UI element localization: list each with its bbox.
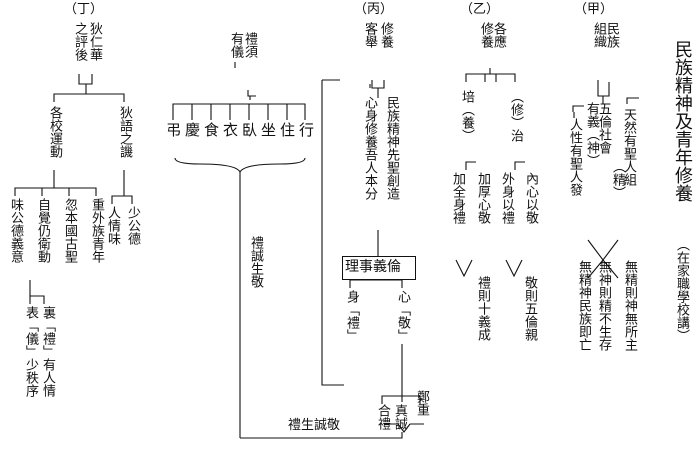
ding-gexiao: 各校運動 <box>47 106 62 158</box>
yi-head-respond: 各應 <box>491 22 506 48</box>
jia-jing: （精） <box>610 160 625 199</box>
ding-d1: 人情味 <box>105 206 120 245</box>
bing-head-b: 修養 <box>378 22 393 48</box>
bing-c1: 心身修養吾人本分 <box>362 96 377 200</box>
ding-head-b: 狄仁華 <box>87 22 102 61</box>
yi-b3: 外身以禮 <box>499 172 514 224</box>
jia-human-nature: 人性有聖人發 <box>567 118 582 196</box>
page-subtitle: （在家職學校講） <box>674 238 689 342</box>
yi-b2: 加厚心敬 <box>475 172 490 224</box>
ding-marker: （丁） <box>64 2 104 17</box>
jia-youyi: 有義（神） <box>584 102 599 167</box>
ding-li: 裏「禮」有人情 <box>40 306 55 397</box>
li-item: 衣 <box>223 121 239 139</box>
jia-marker: （甲） <box>574 2 614 17</box>
jia-wulun: 五倫社會 <box>596 102 611 154</box>
bing-bottom: 禮生誠敬 <box>288 418 341 433</box>
jia-wu-2: 無神則精不生存 <box>596 260 611 351</box>
converge-bracket <box>397 423 411 433</box>
bing-marker: （丙） <box>354 2 394 17</box>
li-item: 坐 <box>261 121 277 139</box>
yi-b4: 內心以敬 <box>523 172 538 224</box>
ding-g1: 味公德義意 <box>8 198 23 263</box>
bing-xin: 心「敬」 <box>395 290 410 342</box>
bing-c2: 民族精神先聖創造 <box>384 96 399 200</box>
bing-zheng: 鄭重 <box>414 390 429 416</box>
yi-head-cultivation: 修養 <box>478 22 493 48</box>
li-cheng-sheng-jing: 禮誠生敬 <box>248 236 263 288</box>
yi-marker: （乙） <box>460 2 500 17</box>
li-item: 住 <box>280 121 296 139</box>
li-you-yi: 有儀 <box>228 32 243 58</box>
jia-head-nation: 民族 <box>604 22 619 48</box>
jia-natural: 天然有聖人組 <box>621 108 636 186</box>
bing-box <box>342 256 416 280</box>
jia-head-bracket <box>597 80 610 97</box>
jia-wu-1: 無精則神無所主 <box>622 260 637 351</box>
bing-head-a: 客舉 <box>362 22 377 48</box>
yi-xiu: （修）治 <box>508 90 523 142</box>
jia-head-organization: 組織 <box>591 22 606 48</box>
li-item: 行 <box>299 121 315 139</box>
li-item: 食 <box>204 121 220 139</box>
yi-result-2: 敬則五倫親 <box>522 276 537 341</box>
ding-biao: 表「儀」少秩序 <box>23 306 38 397</box>
jia-wu-3: 無精神民族即亡 <box>576 260 591 351</box>
li-xu: 禮須 <box>242 32 257 58</box>
ding-d2: 少公德 <box>125 206 140 245</box>
yi-result-1: 禮則十義成 <box>475 276 490 341</box>
bing-he: 合禮 <box>375 404 390 430</box>
ding-g4: 重外族青年 <box>89 198 104 263</box>
yi-b1: 加全身禮 <box>450 172 465 224</box>
ding-diyu: 狄語之譏 <box>117 106 132 158</box>
bing-box-label: 理事義倫 <box>345 259 401 275</box>
ding-g2: 自覺仍衛動 <box>35 198 50 263</box>
li-item: 臥 <box>242 121 258 139</box>
bing-zhen: 真誠 <box>392 404 407 430</box>
jia-converge <box>587 239 619 261</box>
page-title: 民族精神及青年修養 <box>672 40 693 202</box>
bing-shen: 身「禮」 <box>344 290 359 342</box>
li-item: 弔 <box>166 121 182 139</box>
yi-pei: 培（養） <box>459 90 474 142</box>
ding-g3: 忽本國古聖 <box>62 198 77 263</box>
ding-head-a: 之評後 <box>72 22 87 61</box>
li-item: 慶 <box>185 121 201 139</box>
